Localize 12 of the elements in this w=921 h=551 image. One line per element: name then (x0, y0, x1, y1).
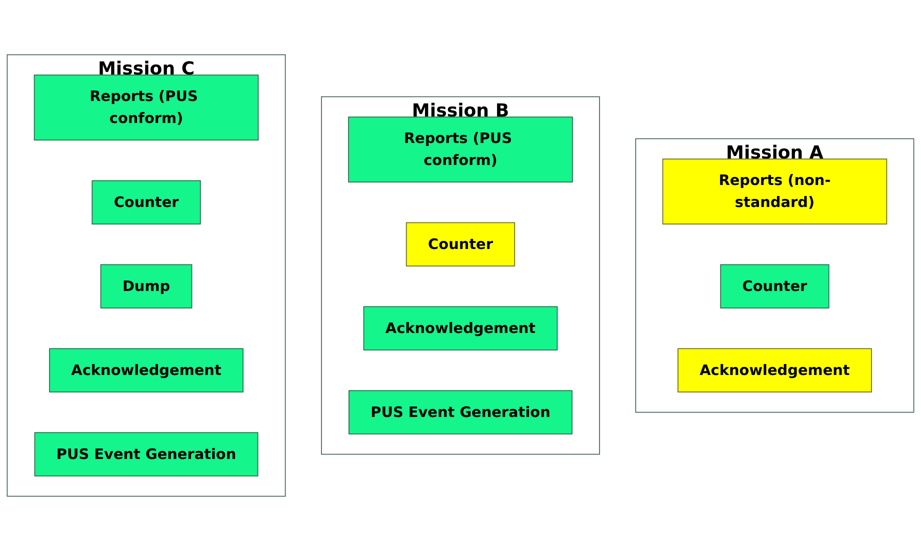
node-box: PUS Event Generation (34, 432, 258, 476)
node-box: Reports (PUS conform) (348, 116, 573, 182)
node-box: Acknowledgement (678, 348, 872, 392)
node-box: Counter (92, 180, 201, 224)
node-box: Dump (100, 264, 192, 308)
node-box: Reports (PUS conform) (34, 74, 259, 141)
node-box: PUS Event Generation (348, 390, 572, 434)
node-box: Acknowledgement (363, 306, 558, 350)
node-box: Reports (non-standard) (662, 158, 888, 224)
node-box: Counter (720, 264, 830, 308)
node-box: Acknowledgement (49, 348, 244, 392)
node-box: Counter (406, 222, 516, 266)
